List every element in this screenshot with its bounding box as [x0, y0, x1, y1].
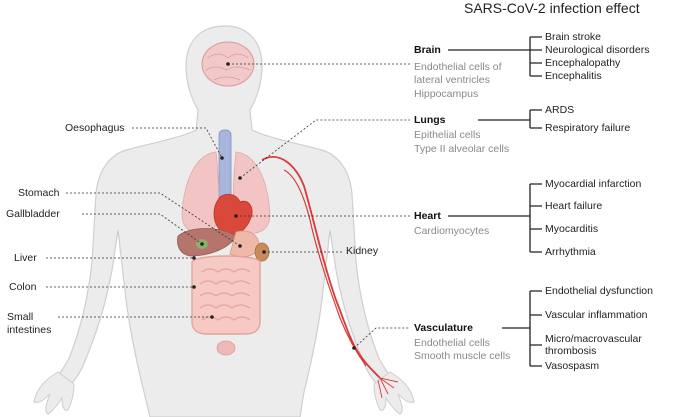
arm-vessel-vein	[283, 169, 367, 367]
brain-effect-4: Encephalitis	[545, 70, 602, 82]
system-vasculature-name: Vasculature	[414, 322, 473, 334]
lungs-effect-2: Respiratory failure	[545, 122, 631, 134]
label-gallbladder: Gallbladder	[6, 208, 60, 220]
leader-vasculature	[353, 327, 410, 349]
left-leader-lines	[46, 127, 342, 318]
leader-stomach	[66, 192, 241, 247]
arm-vessel-artery	[261, 156, 381, 379]
bracket-lungs	[478, 109, 542, 129]
brain-effect-1: Brain stroke	[545, 31, 602, 43]
bladder-organ	[216, 340, 236, 356]
bracket-brain	[448, 36, 542, 77]
brain-cell-2: lateral ventricles	[414, 74, 490, 86]
system-heart-name: Heart	[414, 210, 441, 222]
label-small-intestines-2: intestines	[7, 324, 52, 336]
kidney-organ	[254, 242, 270, 262]
hand-vessels	[377, 377, 399, 399]
lungs-effect-1: ARDS	[545, 104, 575, 116]
connector-dots	[192, 62, 356, 350]
vasculature-effect-4: Vasospasm	[545, 360, 600, 372]
right-hand	[373, 371, 415, 415]
label-kidney: Kidney	[346, 245, 379, 257]
brain-folds	[205, 53, 251, 81]
brain-cell-1: Endothelial cells of	[414, 61, 502, 73]
brain-cell-3: Hippocampus	[414, 88, 479, 100]
vasculature-cell-1: Endothelial cells	[414, 337, 490, 349]
leader-oesophagus	[132, 127, 223, 159]
system-brain-name: Brain	[414, 44, 441, 56]
heart-effect-2: Heart failure	[545, 200, 603, 212]
colon-organ	[191, 255, 261, 335]
right-leader-lines	[228, 63, 410, 349]
diagram-title: SARS-CoV-2 infection effect	[464, 0, 640, 16]
brain-effect-3: Encephalopathy	[545, 57, 621, 69]
heart-cell-1: Cardiomyocytes	[414, 225, 490, 237]
bracket-vasculature	[502, 290, 542, 367]
label-liver: Liver	[14, 252, 37, 264]
small-intestines-organ	[199, 268, 251, 321]
trachea-organ	[218, 129, 232, 201]
lungs-cell-1: Epithelial cells	[414, 129, 481, 141]
brain-effect-2: Neurological disorders	[545, 44, 650, 56]
leader-gallbladder	[82, 213, 203, 245]
vasculature-cell-2: Smooth muscle cells	[414, 350, 511, 362]
vasculature-effect-3a: Micro/macrovascular	[545, 333, 642, 345]
vasculature-effect-1: Endothelial dysfunction	[545, 285, 653, 297]
heart-effect-3: Myocarditis	[545, 223, 599, 235]
left-hand	[33, 371, 75, 415]
effect-brackets	[448, 36, 542, 367]
system-lungs-name: Lungs	[414, 114, 446, 126]
bracket-heart	[448, 183, 542, 253]
label-stomach: Stomach	[18, 187, 60, 199]
label-oesophagus: Oesophagus	[65, 122, 125, 134]
vasculature-effect-2: Vascular inflammation	[545, 309, 648, 321]
label-colon: Colon	[9, 281, 37, 293]
heart-effect-1: Myocardial infarction	[545, 178, 642, 190]
label-small-intestines-1: Small	[7, 311, 34, 323]
lungs-cell-2: Type II alveolar cells	[414, 143, 510, 155]
heart-effect-4: Arrhythmia	[545, 246, 596, 258]
vasculature-effect-3b: thrombosis	[545, 345, 597, 357]
